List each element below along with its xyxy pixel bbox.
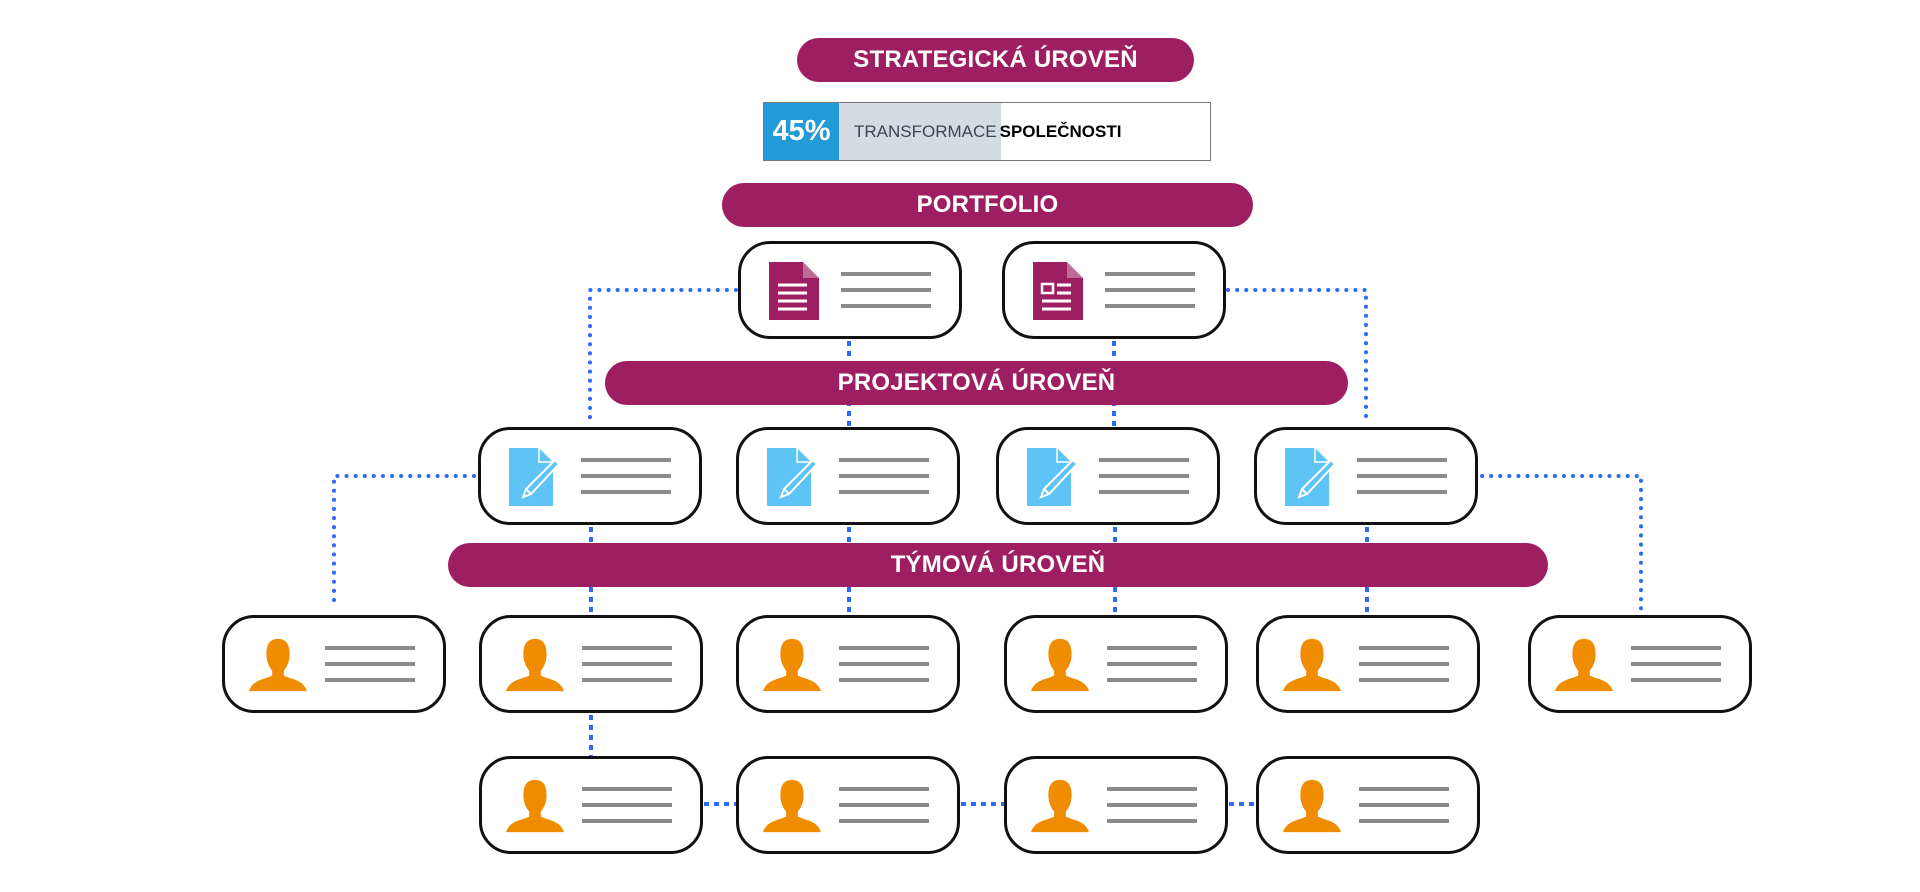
text-placeholder-lines <box>1107 646 1197 694</box>
text-placeholder-lines <box>1107 787 1197 835</box>
text-placeholder-lines <box>1359 787 1449 835</box>
team-member-card[interactable] <box>1528 615 1752 713</box>
person-icon <box>763 638 821 692</box>
text-placeholder-lines <box>325 646 415 694</box>
team-member-card[interactable] <box>736 756 960 854</box>
team-member-card[interactable] <box>479 756 703 854</box>
document-edit-icon <box>509 448 559 506</box>
document-edit-icon <box>767 448 817 506</box>
portfolio-level-label: PORTFOLIO <box>722 183 1253 227</box>
document-text-icon <box>769 262 819 320</box>
person-icon <box>763 779 821 833</box>
text-placeholder-lines <box>581 458 671 506</box>
person-icon <box>1283 779 1341 833</box>
text-placeholder-lines <box>582 646 672 694</box>
team-member-card[interactable] <box>1004 756 1228 854</box>
text-placeholder-lines <box>839 646 929 694</box>
person-icon <box>249 638 307 692</box>
project-card[interactable] <box>996 427 1220 525</box>
portfolio-card[interactable] <box>738 241 962 339</box>
text-placeholder-lines <box>1631 646 1721 694</box>
project-level-label: PROJEKTOVÁ ÚROVEŇ <box>605 361 1348 405</box>
team-member-card[interactable] <box>1256 756 1480 854</box>
progress-percent: 45% <box>764 103 839 160</box>
project-card[interactable] <box>1254 427 1478 525</box>
text-placeholder-lines <box>839 787 929 835</box>
team-member-card[interactable] <box>222 615 446 713</box>
person-icon <box>506 638 564 692</box>
strategic-level-label: STRATEGICKÁ ÚROVEŇ <box>797 38 1194 82</box>
document-edit-icon <box>1285 448 1335 506</box>
person-icon <box>506 779 564 833</box>
team-member-card[interactable] <box>1256 615 1480 713</box>
text-placeholder-lines <box>1105 272 1195 320</box>
connector-project1-team1 <box>332 474 476 607</box>
project-card[interactable] <box>478 427 702 525</box>
text-placeholder-lines <box>582 787 672 835</box>
team-member-card[interactable] <box>479 615 703 713</box>
project-card[interactable] <box>736 427 960 525</box>
person-icon <box>1555 638 1613 692</box>
text-placeholder-lines <box>1359 646 1449 694</box>
document-image-icon <box>1033 262 1083 320</box>
person-icon <box>1283 638 1341 692</box>
text-placeholder-lines <box>1099 458 1189 506</box>
progress-label-part2: SPOLEČNOSTI <box>999 121 1122 141</box>
text-placeholder-lines <box>1357 458 1447 506</box>
text-placeholder-lines <box>839 458 929 506</box>
progress-label-part1: TRANSFORMACE <box>854 121 997 141</box>
team-level-label: TÝMOVÁ ÚROVEŇ <box>448 543 1548 587</box>
team-member-card[interactable] <box>736 615 960 713</box>
portfolio-card[interactable] <box>1002 241 1226 339</box>
person-icon <box>1031 638 1089 692</box>
team-member-card[interactable] <box>1004 615 1228 713</box>
text-placeholder-lines <box>841 272 931 320</box>
progress-fill <box>839 103 1001 160</box>
person-icon <box>1031 779 1089 833</box>
document-edit-icon <box>1027 448 1077 506</box>
